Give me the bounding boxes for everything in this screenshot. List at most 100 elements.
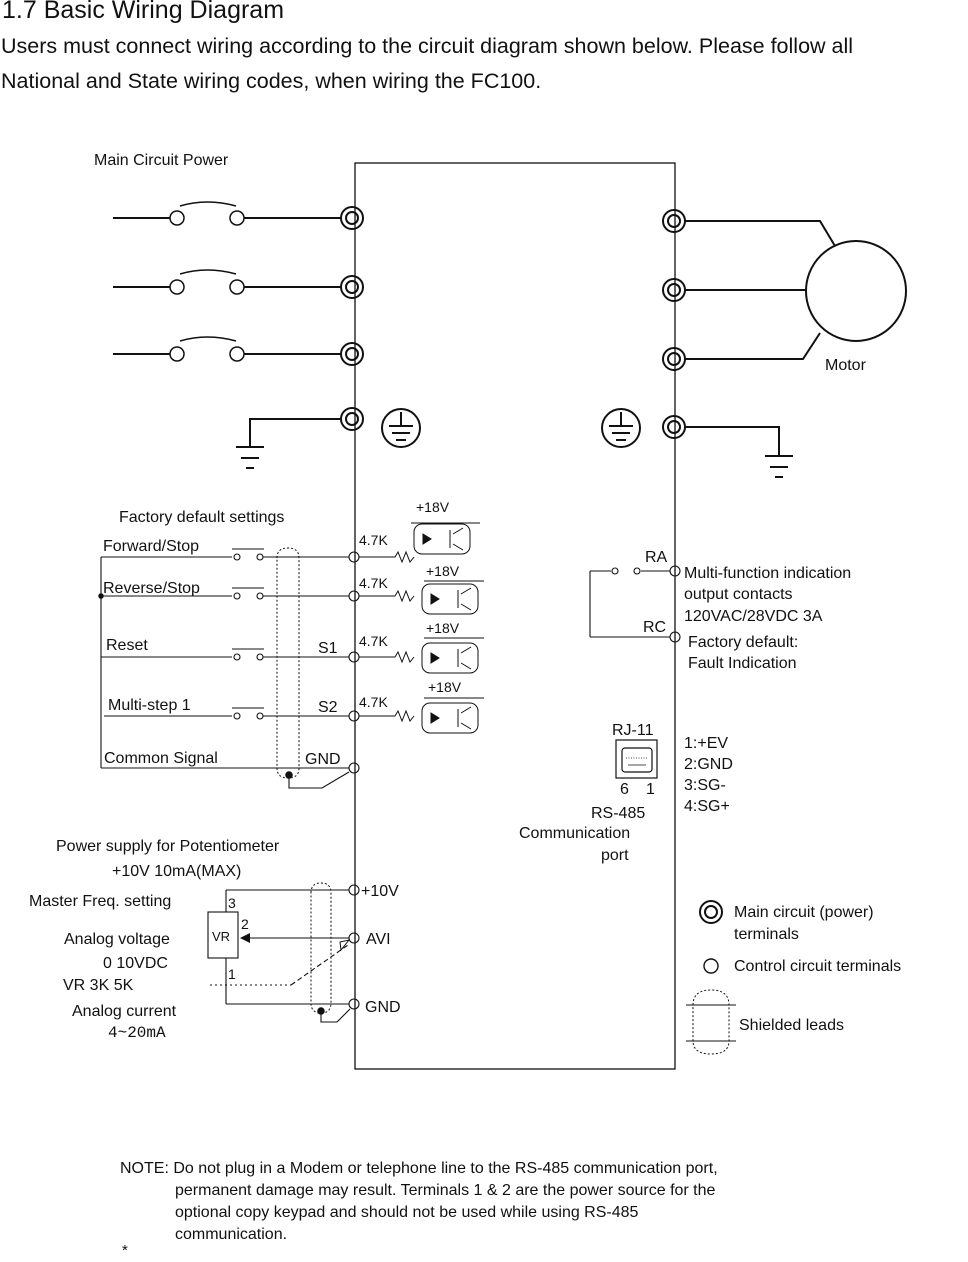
note-line-4: communication. <box>175 1226 288 1243</box>
motor-terminal-v <box>662 278 686 302</box>
label-pinout-1: 1:+EV <box>684 735 728 752</box>
control-terminal-fwd <box>348 551 360 563</box>
label-motor: Motor <box>825 357 867 374</box>
note-line-2: permanent damage may result. Terminals 1… <box>175 1182 716 1199</box>
label-pinout-4: 4:SG+ <box>684 798 730 815</box>
intro-text-line-1: Users must connect wiring according to t… <box>1 34 854 58</box>
label-main-circuit-power: Main Circuit Power <box>94 152 229 169</box>
label-supply-4: +18V <box>428 679 462 695</box>
label-reverse-stop: Reverse/Stop <box>103 580 200 597</box>
control-terminal-rev <box>348 590 360 602</box>
section-title: 1.7 Basic Wiring Diagram <box>2 0 285 24</box>
intro-text-line-2: National and State wiring codes, when wi… <box>1 69 542 93</box>
motor-terminal-u <box>662 209 686 233</box>
note-block: NOTE: Do not plug in a Modem or telephon… <box>120 1158 760 1246</box>
shield-analog <box>310 882 332 1014</box>
label-analog-voltage: Analog voltage <box>64 931 170 948</box>
label-rs485: RS-485 <box>591 805 645 822</box>
label-pot-pin-3: 3 <box>228 895 236 911</box>
control-terminal-s2 <box>348 710 360 722</box>
optocoupler-1 <box>359 522 480 564</box>
label-avi: AVI <box>366 931 391 948</box>
label-pot-power: Power supply for Potentiometer <box>56 838 280 855</box>
optocoupler-3 <box>359 637 484 674</box>
label-pinout-3: 3:SG- <box>684 777 726 794</box>
label-factory-defaults: Factory default settings <box>119 509 284 526</box>
ground-terminal-left <box>340 407 364 431</box>
control-terminal-avi <box>348 932 360 944</box>
label-analog-current: Analog current <box>72 1003 177 1020</box>
ground-symbol-right <box>601 408 641 448</box>
label-pot-pin-1: 1 <box>228 966 236 982</box>
label-gnd: GND <box>305 751 341 768</box>
label-gnd-analog: GND <box>365 999 401 1016</box>
label-analog-current-range: 4~20mA <box>108 1024 166 1042</box>
control-terminal-plus10v <box>348 884 360 896</box>
main-terminal-s <box>340 275 364 299</box>
label-communication: Communication <box>519 825 630 842</box>
label-fault-indication: Fault Indication <box>688 655 797 672</box>
label-reset: Reset <box>106 637 148 654</box>
legend-main-terminals-line-2: terminals <box>734 926 799 943</box>
note-line-3: optional copy keypad and should not be u… <box>175 1204 639 1221</box>
motor-symbol <box>805 240 907 342</box>
main-terminal-r <box>340 206 364 230</box>
control-terminal-gnd <box>348 762 360 774</box>
rj11-connector <box>615 739 658 779</box>
relay-terminal-ra <box>669 565 681 577</box>
power-line-1 <box>113 201 342 226</box>
ground-symbol-left <box>381 408 421 448</box>
label-rj11: RJ-11 <box>612 722 654 739</box>
legend-control-terminals: Control circuit terminals <box>734 958 901 975</box>
label-pot-rating: +10V 10mA(MAX) <box>112 863 241 880</box>
label-plus10v: +10V <box>361 883 399 900</box>
drive-enclosure <box>354 162 676 1070</box>
legend-shielded-leads: Shielded leads <box>739 1017 844 1034</box>
relay-terminal-rc <box>669 631 681 643</box>
label-s2: S2 <box>318 699 338 716</box>
potentiometer-vr <box>207 911 239 959</box>
label-pinout-2: 2:GND <box>684 756 733 773</box>
legend-shield-symbol <box>686 989 736 1055</box>
label-multi-step: Multi-step 1 <box>108 697 191 714</box>
motor-terminal-w <box>662 347 686 371</box>
label-common-signal: Common Signal <box>104 750 218 767</box>
label-ra: RA <box>645 549 668 566</box>
note-line-1: NOTE: Do not plug in a Modem or telephon… <box>120 1160 718 1177</box>
relay-output <box>589 565 681 643</box>
label-multifunction-2: output contacts <box>684 586 793 603</box>
label-master-freq: Master Freq. setting <box>29 893 171 910</box>
label-vr: VR <box>212 929 230 944</box>
label-supply-2: +18V <box>426 563 460 579</box>
legend-main-terminals-line-1: Main circuit (power) <box>734 904 874 921</box>
footnote-asterisk: * <box>122 1242 128 1259</box>
label-multifunction-3: 120VAC/28VDC 3A <box>684 608 823 625</box>
power-line-3 <box>113 336 342 362</box>
shield-digital <box>276 547 300 779</box>
label-rc: RC <box>643 619 666 636</box>
label-port: port <box>601 847 629 864</box>
label-pin-1: 1 <box>646 781 655 798</box>
label-factory-default: Factory default: <box>688 634 798 651</box>
legend-control-terminal-symbol <box>703 958 719 974</box>
label-pot-pin-2: 2 <box>241 916 249 932</box>
control-terminal-gnd-analog <box>348 998 360 1010</box>
label-forward-stop: Forward/Stop <box>103 538 199 555</box>
power-line-2 <box>113 269 342 295</box>
optocoupler-2 <box>359 580 484 615</box>
main-terminal-t <box>340 342 364 366</box>
label-multifunction-1: Multi-function indication <box>684 565 851 582</box>
label-supply-3: +18V <box>426 620 460 636</box>
ground-terminal-right <box>662 415 686 439</box>
label-resistor-3: 4.7K <box>359 633 388 649</box>
label-analog-voltage-range: 0 10VDC <box>103 955 168 972</box>
label-s1: S1 <box>318 640 338 657</box>
optocoupler-4 <box>359 697 484 734</box>
label-supply-1: +18V <box>416 499 450 515</box>
label-resistor-1: 4.7K <box>359 532 388 548</box>
label-pin-6: 6 <box>620 781 629 798</box>
label-resistor-2: 4.7K <box>359 575 388 591</box>
label-resistor-4: 4.7K <box>359 694 388 710</box>
legend-main-terminal-symbol <box>699 900 723 924</box>
